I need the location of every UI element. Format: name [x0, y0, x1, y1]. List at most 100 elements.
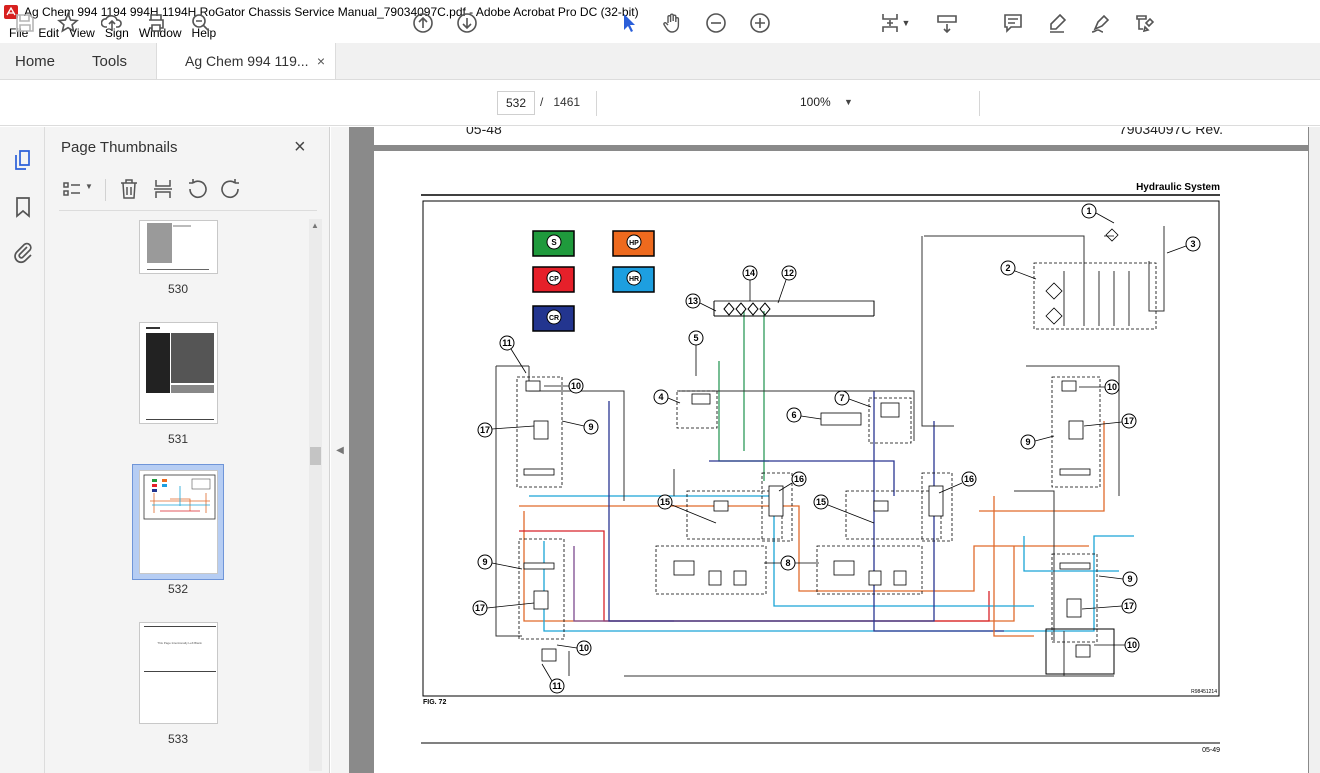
thumbnail-label-531: 531: [167, 432, 189, 446]
chevron-down-icon[interactable]: ▼: [85, 182, 93, 191]
share-upload-icon[interactable]: [100, 11, 124, 35]
total-pages: 1461: [553, 95, 581, 109]
highlight-pen-icon[interactable]: [1045, 11, 1069, 35]
callout-2: 2: [1000, 260, 1037, 280]
thumbnail-533-text: This Page Intentionally Left Blank: [157, 641, 202, 645]
document-scrollbar[interactable]: [1309, 127, 1320, 773]
tab-close-icon[interactable]: ×: [316, 53, 326, 69]
callout-1: 1: [1081, 203, 1115, 224]
svg-text:16: 16: [964, 474, 974, 484]
svg-text:13: 13: [688, 296, 698, 306]
svg-text:CP: CP: [549, 276, 559, 283]
thumbnail-page-531[interactable]: [139, 322, 218, 424]
toolbar-divider: [596, 91, 597, 116]
thumbnail-options-icon[interactable]: [61, 177, 85, 201]
panel-scrollbar[interactable]: ▲: [309, 219, 322, 771]
select-cursor-icon[interactable]: [617, 11, 641, 35]
save-icon[interactable]: [13, 11, 37, 35]
bookmark-star-icon[interactable]: [56, 11, 80, 35]
extract-pages-icon[interactable]: [151, 177, 175, 201]
menu-help[interactable]: Help: [191, 26, 217, 40]
zoom-level-select[interactable]: 100% ▼: [792, 91, 862, 115]
stamp-edit-icon[interactable]: [1132, 11, 1156, 35]
pdf-page[interactable]: Hydraulic System S HP CP HR CR: [374, 151, 1308, 773]
callout-17-left-top: 17: [477, 422, 535, 438]
svg-text:HR: HR: [629, 276, 639, 283]
svg-text:17: 17: [475, 603, 485, 613]
draw-sign-icon[interactable]: [1089, 11, 1113, 35]
thumbnail-page-532[interactable]: [139, 470, 218, 574]
panel-scrollbar-thumb[interactable]: [310, 447, 321, 465]
hand-tool-icon[interactable]: [660, 11, 684, 35]
callout-14: 14: [742, 265, 758, 301]
svg-text:9: 9: [588, 422, 593, 432]
svg-text:10: 10: [1107, 382, 1117, 392]
page-separator: /: [540, 95, 544, 109]
rotate-counterclockwise-icon[interactable]: [185, 177, 209, 201]
page-number-input[interactable]: 532: [497, 91, 535, 115]
chevron-down-icon[interactable]: ▼: [901, 18, 911, 28]
menu-edit[interactable]: Edit: [38, 26, 60, 40]
main-toolbar: [0, 81, 1320, 126]
zoom-out-icon[interactable]: [704, 11, 728, 35]
svg-text:S: S: [551, 238, 557, 247]
zoom-in-icon[interactable]: [748, 11, 772, 35]
section-title: Hydraulic System: [1136, 182, 1220, 193]
legend-hr: HR: [612, 266, 655, 293]
menu-view[interactable]: View: [69, 26, 95, 40]
tab-home[interactable]: Home: [15, 52, 56, 70]
attachments-icon[interactable]: [11, 240, 35, 264]
tab-document[interactable]: Ag Chem 994 119... ×: [156, 43, 337, 79]
left-navigation-rail: [0, 127, 45, 773]
menu-window[interactable]: Window: [138, 26, 182, 40]
legend-hp: HP: [612, 230, 655, 257]
menu-bar: File Edit View Sign Window Help: [0, 23, 1320, 43]
thumbnail-530-preview: [147, 223, 209, 270]
callout-10-left-bottom: 10: [556, 640, 592, 656]
toolbar-divider: [979, 91, 980, 116]
callout-17-right-top: 17: [1083, 413, 1137, 429]
callout-9-right-bottom: 9: [1098, 571, 1138, 587]
comment-icon[interactable]: [1001, 11, 1025, 35]
page-footer-number: 05-49: [1202, 747, 1220, 754]
collapse-panel-handle[interactable]: ◀: [331, 127, 349, 773]
callout-8: 8: [764, 555, 819, 571]
scrolling-mode-icon[interactable]: [935, 11, 959, 35]
print-icon[interactable]: [144, 11, 168, 35]
tab-tools[interactable]: Tools: [92, 52, 128, 70]
svg-text:4: 4: [658, 392, 663, 402]
callout-9-right-top: 9: [1020, 434, 1055, 450]
svg-text:10: 10: [571, 381, 581, 391]
page-thumbnails-icon[interactable]: [11, 148, 35, 172]
previous-page-icon[interactable]: [411, 11, 435, 35]
thumbnail-page-530[interactable]: [139, 220, 218, 274]
svg-text:CR: CR: [549, 315, 559, 322]
component-box-left-bottom: [518, 538, 565, 640]
callout-9-left-top: 9: [561, 419, 599, 435]
callout-7: 7: [834, 390, 872, 408]
svg-text:16: 16: [794, 474, 804, 484]
thumbnail-page-533[interactable]: This Page Intentionally Left Blank: [139, 622, 218, 724]
component-box-15-left: [686, 490, 783, 540]
delete-trash-icon[interactable]: [117, 177, 141, 201]
menu-sign[interactable]: Sign: [104, 26, 129, 40]
page-fit-icon[interactable]: [878, 11, 902, 35]
scroll-up-icon[interactable]: ▲: [311, 221, 319, 230]
search-zoom-icon[interactable]: [189, 11, 213, 35]
title-bar: Ag Chem 994 1194 994H 1194H RoGator Chas…: [0, 0, 1320, 23]
callout-3: 3: [1166, 236, 1201, 254]
callout-15-left: 15: [657, 494, 717, 524]
callout-15-right: 15: [813, 494, 875, 524]
previous-page-bottom: 05-48 79034097C Rev.: [374, 127, 1308, 145]
svg-text:6: 6: [791, 410, 796, 420]
close-panel-icon[interactable]: ×: [294, 136, 306, 158]
menu-file[interactable]: File: [9, 26, 29, 40]
rotate-clockwise-icon[interactable]: [219, 177, 243, 201]
component-box-4: [676, 390, 718, 429]
component-box-right-bottom: [1051, 553, 1098, 643]
previous-page-number: 05-48: [466, 127, 502, 137]
bookmarks-icon[interactable]: [11, 195, 35, 219]
next-page-icon[interactable]: [455, 11, 479, 35]
component-box-right-top: [1051, 376, 1101, 488]
thumbnail-532-preview: [143, 474, 216, 520]
